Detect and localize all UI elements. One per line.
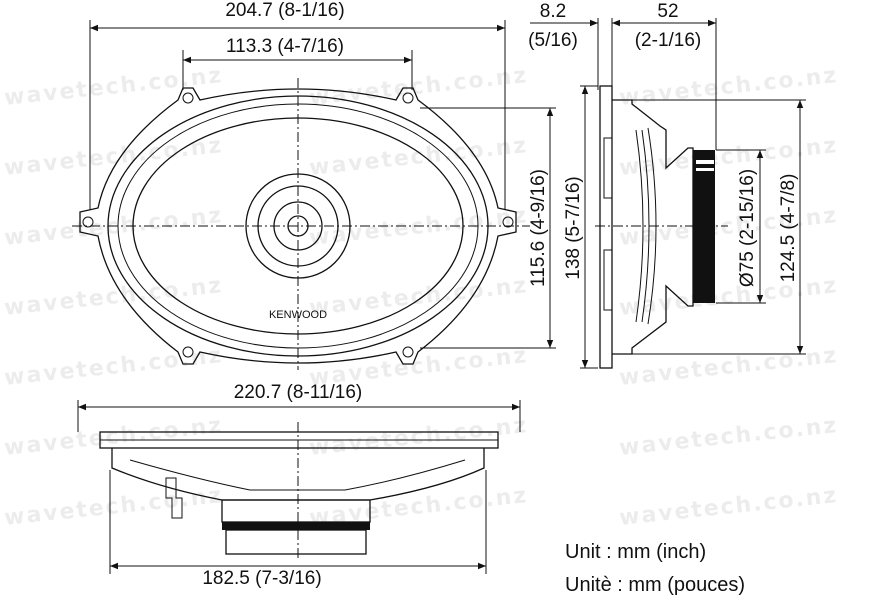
- watermark: wavetech.co.nz: [3, 133, 224, 181]
- flange-outline: [79, 87, 517, 365]
- bottom-basket-width-label: 182.5 (7-3/16): [202, 568, 321, 589]
- basket-depth-mm: 52: [657, 1, 678, 22]
- brand-logo: KENWOOD: [269, 309, 327, 321]
- mount-height-label: 115.6 (4-9/16): [528, 169, 549, 287]
- basket-depth-in: (2-1/16): [635, 30, 702, 51]
- watermark: wavetech.co.nz: [618, 133, 839, 181]
- front-view: KENWOOD 204.7 (8-1/16) 113.3 (4-7/16) 11…: [72, 0, 556, 370]
- mount-spacing-label: 113.3 (4-7/16): [226, 36, 344, 57]
- watermark: wavetech.co.nz: [308, 63, 529, 111]
- bottom-view: 220.7 (8-11/16) 182.5 (7-3/16): [77, 382, 521, 589]
- watermark: wavetech.co.nz: [618, 483, 839, 531]
- watermark: wavetech.co.nz: [308, 413, 529, 461]
- magnet-diameter-label: Ø75 (2-15/16): [737, 169, 758, 287]
- watermark: wavetech.co.nz: [3, 343, 224, 391]
- front-width-label: 204.7 (8-1/16): [225, 0, 344, 21]
- basket-height-label: 124.5 (4-7/8): [778, 174, 799, 283]
- watermark: wavetech.co.nz: [618, 203, 839, 251]
- mount-hole: [402, 346, 414, 358]
- mount-hole: [502, 216, 514, 228]
- watermark: wavetech.co.nz: [618, 273, 839, 321]
- unit-label-english: Unit : mm (inch): [565, 541, 706, 563]
- side-height-label: 138 (5-7/16): [563, 176, 584, 280]
- mount-hole: [82, 216, 94, 228]
- terminal: [165, 477, 183, 519]
- watermark: wavetech.co.nz: [3, 413, 224, 461]
- mount-hole: [182, 346, 194, 358]
- watermark: wavetech.co.nz: [618, 413, 839, 461]
- mount-hole: [182, 92, 194, 104]
- watermark: wavetech.co.nz: [3, 203, 224, 251]
- flange-depth-mm: 8.2: [540, 1, 566, 22]
- watermark: wavetech.co.nz: [618, 343, 839, 391]
- side-view: 8.2 (5/16) 52 (2-1/16) 138 (5-7/16) Ø75 …: [528, 1, 806, 369]
- watermark: wavetech.co.nz: [618, 63, 839, 111]
- watermark: wavetech.co.nz: [308, 273, 529, 321]
- mount-hole: [402, 92, 414, 104]
- bottom-width-label: 220.7 (8-11/16): [234, 382, 363, 403]
- watermark: wavetech.co.nz: [3, 483, 224, 531]
- watermark: wavetech.co.nz: [3, 63, 224, 111]
- flange-depth-in: (5/16): [528, 30, 578, 51]
- unit-label-french: Unitè : mm (pouces): [565, 574, 745, 596]
- watermark: wavetech.co.nz: [308, 133, 529, 181]
